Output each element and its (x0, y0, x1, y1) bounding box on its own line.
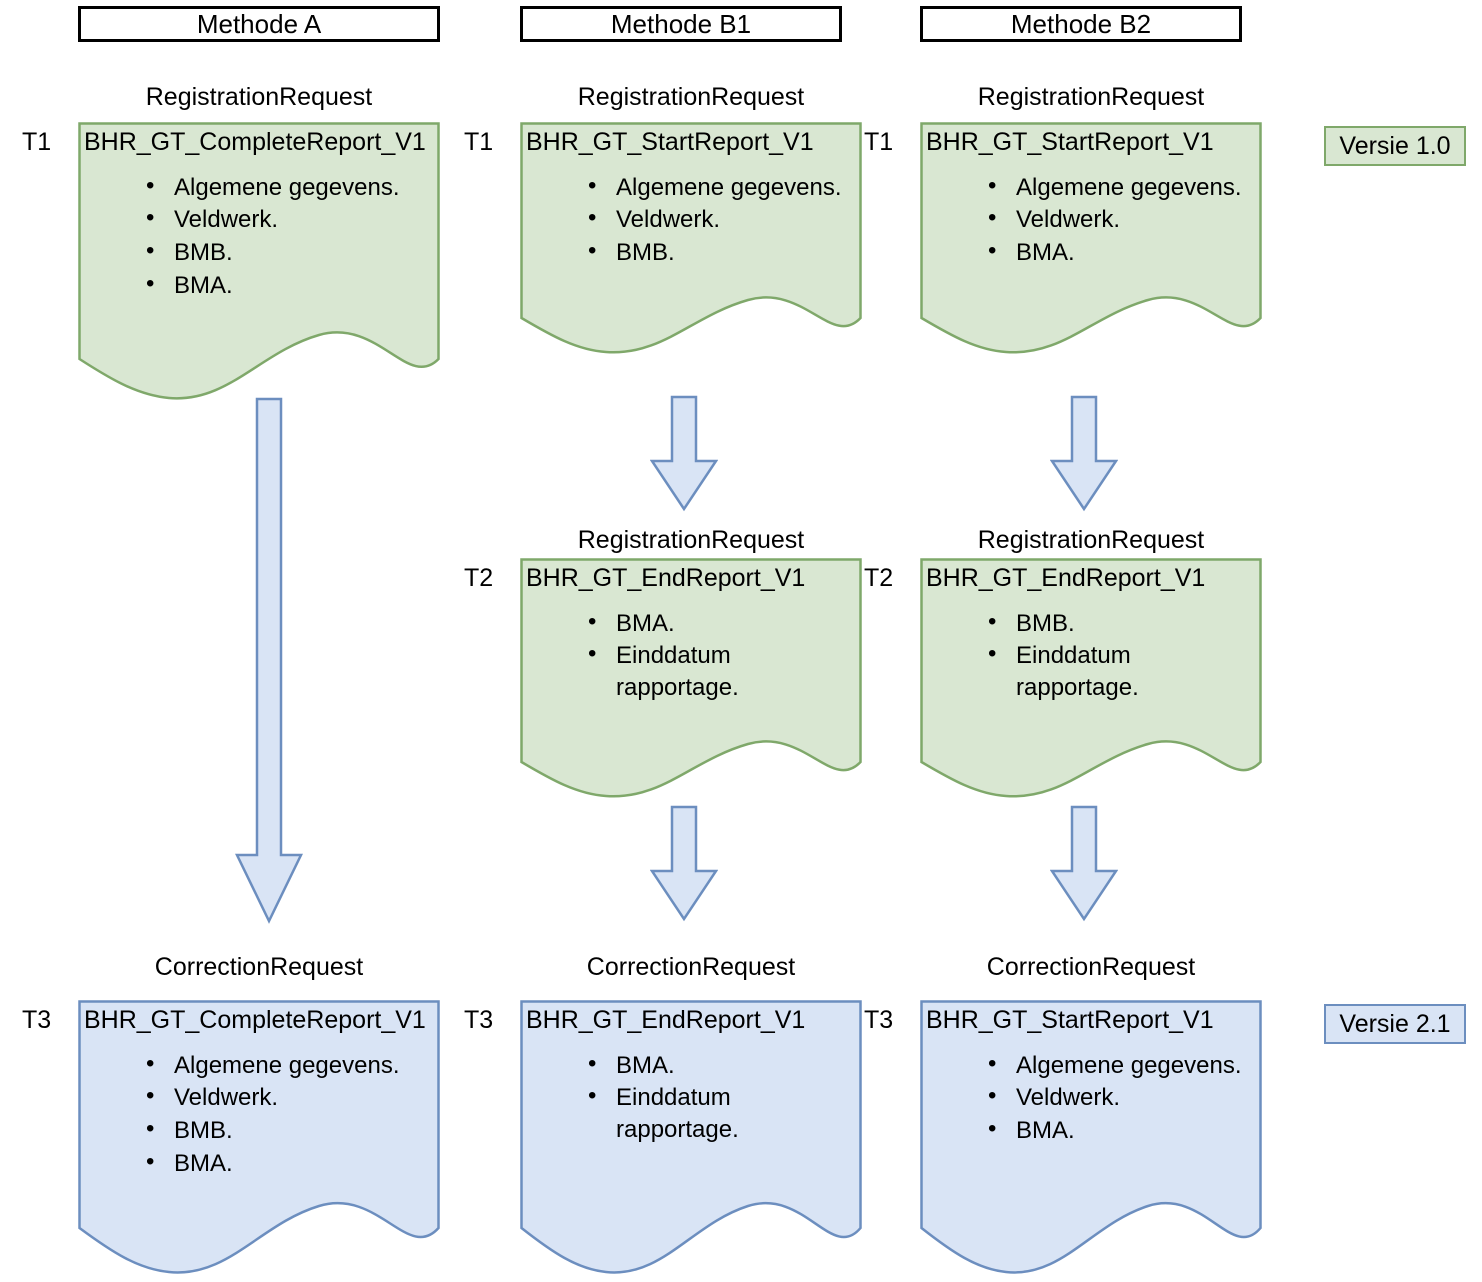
list-item: BMB. (140, 235, 436, 269)
document-title-a-t3: BHR_GT_CompleteReport_V1 (84, 1006, 426, 1034)
caption-b1-t2: RegistrationRequest (577, 526, 805, 554)
document-title-b1-t3: BHR_GT_EndReport_V1 (526, 1006, 806, 1034)
caption-b2-t2: RegistrationRequest (977, 526, 1205, 554)
flow-arrow-b1-t1-to-t2 (650, 395, 718, 512)
time-label-b1-t2: T2 (464, 564, 494, 592)
document-body: BHR_GT_EndReport_V1 BMA.Einddatum rappor… (520, 1000, 862, 1146)
document-items-a-t3: Algemene gegevens.Veldwerk.BMB.BMA. (84, 1048, 436, 1180)
document-items-b1-t2: BMA.Einddatum rapportage. (526, 606, 858, 704)
caption-b2-t1: RegistrationRequest (977, 83, 1205, 111)
document-title-b2-t2: BHR_GT_EndReport_V1 (926, 564, 1206, 592)
list-item: BMB. (582, 235, 858, 269)
document-card-a-t3[interactable]: BHR_GT_CompleteReport_V1 Algemene gegeve… (78, 1000, 440, 1282)
list-item: BMB. (982, 606, 1258, 640)
time-label-b1-t3: T3 (464, 1006, 494, 1034)
list-item: Veldwerk. (982, 1080, 1258, 1114)
caption-a-t3: CorrectionRequest (154, 953, 364, 981)
flow-arrow-b2-t2-to-t3 (1050, 805, 1118, 922)
time-label-a-t3: T3 (22, 1006, 52, 1034)
legend-chip-versie-2-1: Versie 2.1 (1324, 1004, 1466, 1044)
document-card-b1-t3[interactable]: BHR_GT_EndReport_V1 BMA.Einddatum rappor… (520, 1000, 862, 1282)
document-items-b2-t3: Algemene gegevens.Veldwerk.BMA. (926, 1048, 1258, 1147)
document-card-b2-t1[interactable]: BHR_GT_StartReport_V1 Algemene gegevens.… (920, 122, 1262, 354)
list-item: Algemene gegevens. (982, 1048, 1258, 1082)
document-title-b2-t3: BHR_GT_StartReport_V1 (926, 1006, 1214, 1034)
document-body: BHR_GT_EndReport_V1 BMA.Einddatum rappor… (520, 558, 862, 704)
document-items-b2-t2: BMB.Einddatum rapportage. (926, 606, 1258, 704)
document-body: BHR_GT_EndReport_V1 BMB.Einddatum rappor… (920, 558, 1262, 704)
document-card-b1-t2[interactable]: BHR_GT_EndReport_V1 BMA.Einddatum rappor… (520, 558, 862, 798)
document-title-b1-t2: BHR_GT_EndReport_V1 (526, 564, 806, 592)
list-item: BMA. (582, 1048, 858, 1082)
document-body: BHR_GT_CompleteReport_V1 Algemene gegeve… (78, 122, 440, 301)
list-item: BMA. (140, 1146, 436, 1180)
column-header-methode-a: Methode A (78, 6, 440, 42)
document-body: BHR_GT_StartReport_V1 Algemene gegevens.… (520, 122, 862, 269)
column-header-methode-b1: Methode B1 (520, 6, 842, 42)
caption-b2-t3: CorrectionRequest (986, 953, 1196, 981)
list-item: BMA. (582, 606, 858, 640)
list-item: Algemene gegevens. (582, 170, 858, 204)
legend-chip-versie-1-0: Versie 1.0 (1324, 126, 1466, 166)
document-items-a-t1: Algemene gegevens.Veldwerk.BMB.BMA. (84, 170, 436, 302)
document-card-a-t1[interactable]: BHR_GT_CompleteReport_V1 Algemene gegeve… (78, 122, 440, 400)
list-item: Veldwerk. (582, 202, 858, 236)
document-card-b1-t1[interactable]: BHR_GT_StartReport_V1 Algemene gegevens.… (520, 122, 862, 354)
list-item: BMA. (982, 235, 1258, 269)
time-label-a-t1: T1 (22, 128, 52, 156)
document-body: BHR_GT_StartReport_V1 Algemene gegevens.… (920, 1000, 1262, 1147)
list-item: Einddatum rapportage. (982, 638, 1258, 703)
document-title-b1-t1: BHR_GT_StartReport_V1 (526, 128, 814, 156)
document-card-b2-t3[interactable]: BHR_GT_StartReport_V1 Algemene gegevens.… (920, 1000, 1262, 1282)
time-label-b2-t3: T3 (864, 1006, 894, 1034)
list-item: BMB. (140, 1113, 436, 1147)
list-item: Algemene gegevens. (982, 170, 1258, 204)
document-card-b2-t2[interactable]: BHR_GT_EndReport_V1 BMB.Einddatum rappor… (920, 558, 1262, 798)
list-item: Einddatum rapportage. (582, 1080, 858, 1145)
flow-arrow-a-t1-to-t3 (235, 397, 303, 924)
document-items-b1-t3: BMA.Einddatum rapportage. (526, 1048, 858, 1146)
list-item: Veldwerk. (140, 202, 436, 236)
flow-arrow-b1-t2-to-t3 (650, 805, 718, 922)
caption-a-t1: RegistrationRequest (145, 83, 373, 111)
list-item: Einddatum rapportage. (582, 638, 858, 703)
caption-b1-t3: CorrectionRequest (586, 953, 796, 981)
document-body: BHR_GT_StartReport_V1 Algemene gegevens.… (920, 122, 1262, 269)
list-item: Algemene gegevens. (140, 1048, 436, 1082)
document-items-b2-t1: Algemene gegevens.Veldwerk.BMA. (926, 170, 1258, 269)
time-label-b2-t2: T2 (864, 564, 894, 592)
time-label-b2-t1: T1 (864, 128, 894, 156)
document-title-a-t1: BHR_GT_CompleteReport_V1 (84, 128, 426, 156)
document-body: BHR_GT_CompleteReport_V1 Algemene gegeve… (78, 1000, 440, 1179)
list-item: Veldwerk. (982, 202, 1258, 236)
list-item: Algemene gegevens. (140, 170, 436, 204)
caption-b1-t1: RegistrationRequest (577, 83, 805, 111)
flow-arrow-b2-t1-to-t2 (1050, 395, 1118, 512)
document-title-b2-t1: BHR_GT_StartReport_V1 (926, 128, 1214, 156)
list-item: Veldwerk. (140, 1080, 436, 1114)
list-item: BMA. (982, 1113, 1258, 1147)
document-items-b1-t1: Algemene gegevens.Veldwerk.BMB. (526, 170, 858, 269)
list-item: BMA. (140, 268, 436, 302)
time-label-b1-t1: T1 (464, 128, 494, 156)
column-header-methode-b2: Methode B2 (920, 6, 1242, 42)
